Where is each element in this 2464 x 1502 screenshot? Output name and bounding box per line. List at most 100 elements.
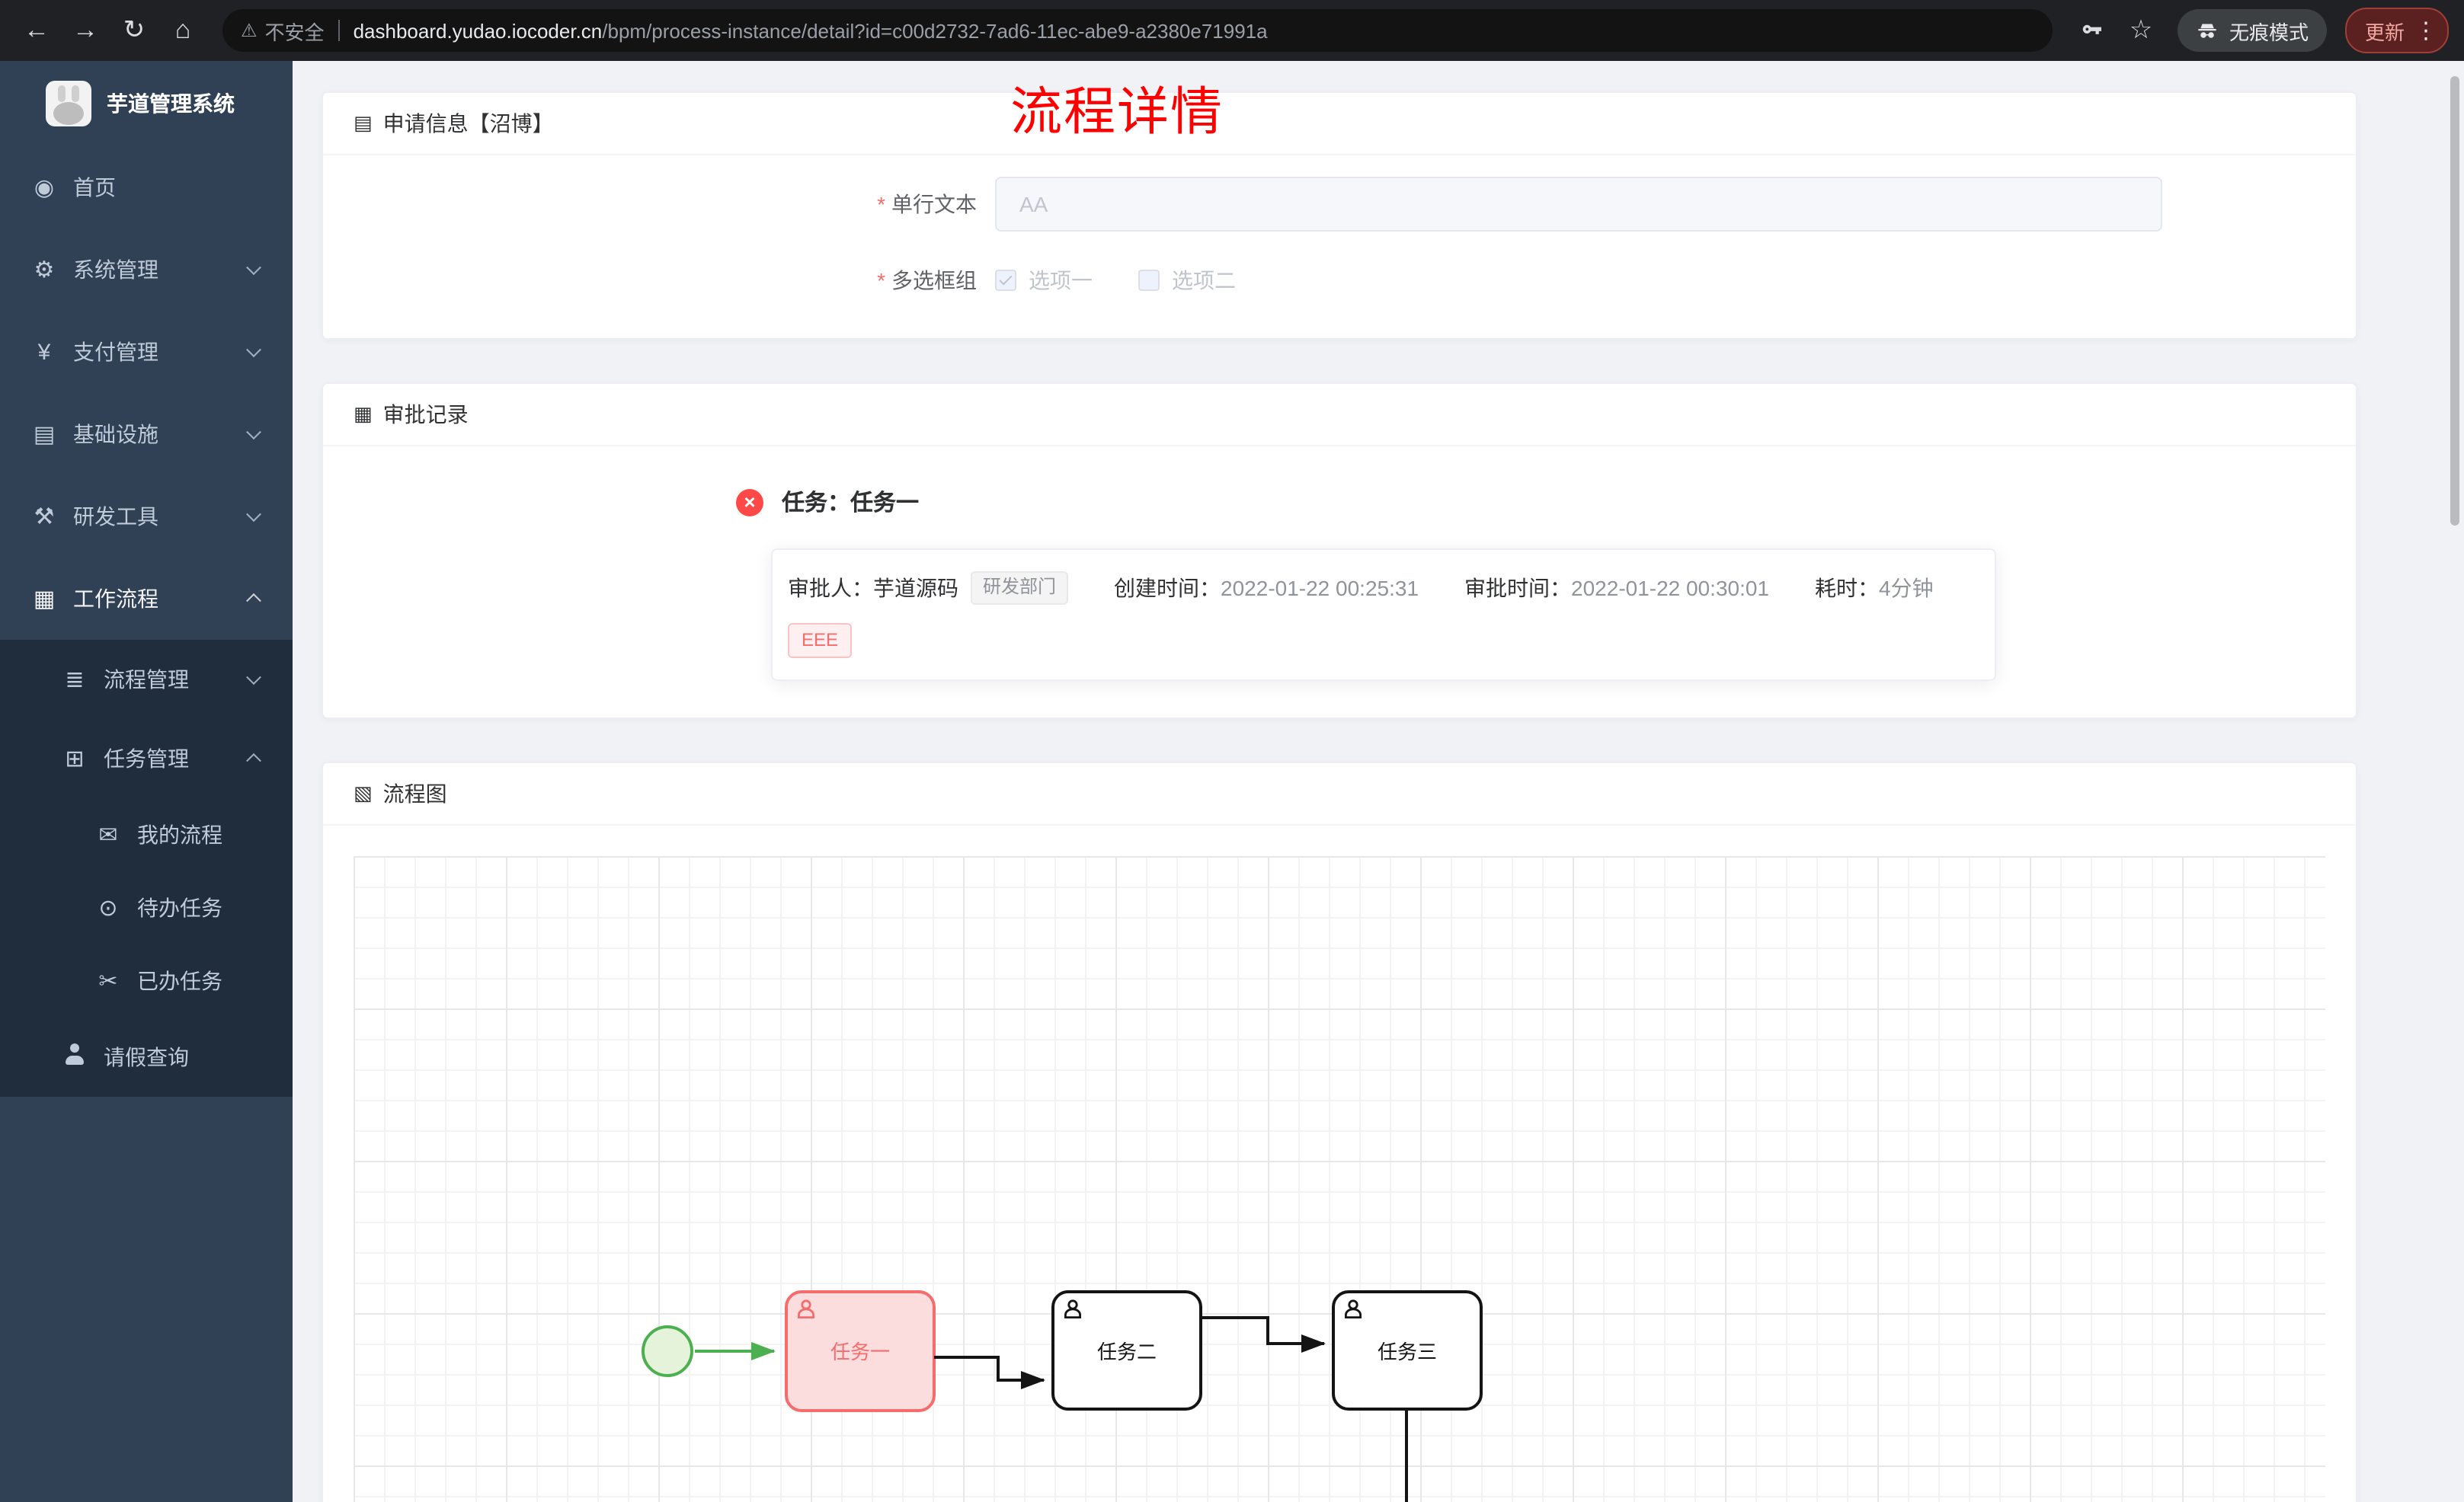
user-task-icon — [1064, 1299, 1081, 1319]
user-task-icon — [1345, 1299, 1362, 1319]
approval-detail-card: 审批人： 芋道源码 研发部门 创建时间： 2022-01-22 00:25:31… — [771, 548, 1996, 682]
infrastructure-icon: ▤ — [33, 422, 56, 448]
url-bar[interactable]: ⚠ 不安全 dashboard.yudao.iocoder.cn /bpm/pr… — [222, 9, 2053, 52]
yen-icon: ¥ — [37, 339, 51, 365]
approval-record-card-title: 审批记录 — [382, 402, 469, 427]
task-tree-icon: ⊞ — [65, 746, 85, 772]
sidebar-item-dev-tools[interactable]: ⚒ 研发工具 — [0, 475, 293, 558]
sequence-flow-task2-to-task3 — [1201, 1316, 1326, 1353]
chevron-down-icon — [246, 670, 261, 685]
sidebar-item-my-process[interactable]: ✉ 我的流程 — [0, 798, 293, 871]
eye-icon: ⊙ — [98, 896, 118, 922]
single-line-text-input[interactable] — [995, 177, 2162, 232]
timeline-item: × 任务：任务一 — [736, 486, 2325, 518]
apply-info-card: ▤ 申请信息【沼博】 *单行文本 *多选框组 — [322, 91, 2357, 340]
document-icon: ▤ — [354, 111, 373, 134]
task-label-3: 任务三 — [1378, 1341, 1437, 1363]
duration-value: 4分钟 — [1879, 575, 1934, 600]
apply-info-card-header: ▤ 申请信息【沼博】 — [323, 93, 2356, 155]
process-diagram-card: ▧ 流程图 — [322, 762, 2357, 1502]
refresh-button[interactable]: ↻ — [123, 15, 146, 44]
checkbox-option-1[interactable]: 选项一 — [995, 265, 1093, 296]
chevron-down-icon — [246, 424, 261, 440]
gear-icon: ⚙ — [34, 257, 55, 283]
bpmn-canvas[interactable]: 任务一 任务二 — [354, 856, 2325, 1502]
sidebar-item-infrastructure[interactable]: ▤ 基础设施 — [0, 393, 293, 475]
app-logo: 芋道管理系统 — [0, 61, 293, 146]
single-line-text-label: *单行文本 — [877, 192, 977, 216]
not-secure-warning-icon: ⚠ — [241, 20, 258, 41]
scrollbar-thumb[interactable] — [2450, 76, 2459, 526]
workflow-icon: ▦ — [33, 586, 56, 612]
sequence-flow-task1-to-task2 — [934, 1356, 1045, 1390]
scissors-icon: ✂ — [98, 969, 118, 995]
rejected-status-icon: × — [736, 488, 763, 516]
timeline-task-title: 任务：任务一 — [782, 491, 920, 516]
not-secure-label: 不安全 — [264, 21, 325, 43]
checkbox-checked-icon — [995, 270, 1016, 291]
duration-label: 耗时： — [1815, 575, 1880, 600]
sidebar-item-workflow[interactable]: ▦ 工作流程 — [0, 558, 293, 640]
user-icon — [61, 1043, 88, 1071]
approval-record-card: ▦ 审批记录 × 任务：任务一 审批人： 芋道源码 研发部门 — [322, 382, 2357, 720]
chevron-up-icon — [246, 753, 261, 769]
sidebar-item-process-management[interactable]: ≣ 流程管理 — [0, 640, 293, 719]
create-time-label: 创建时间： — [1114, 575, 1221, 600]
incognito-icon — [2196, 19, 2219, 42]
approver-label: 审批人： — [788, 575, 873, 600]
update-button[interactable]: 更新 ⋮ — [2344, 8, 2449, 53]
forward-button[interactable]: → — [72, 15, 98, 44]
bookmark-star-icon[interactable]: ☆ — [2129, 15, 2153, 44]
checkbox-group: 选项一 选项二 — [995, 265, 1236, 296]
sidebar-item-leave-query[interactable]: 请假查询 — [0, 1018, 293, 1097]
process-diagram-card-header: ▧ 流程图 — [323, 763, 2356, 826]
task-node-1[interactable] — [785, 1290, 936, 1413]
department-tag: 研发部门 — [971, 571, 1069, 605]
chevron-up-icon — [246, 593, 261, 609]
task-label-2: 任务二 — [1097, 1341, 1157, 1363]
tools-icon: ⚒ — [34, 504, 55, 530]
diagram-icon: ▧ — [354, 781, 373, 805]
browser-chrome: ← → ↻ ⌂ ⚠ 不安全 dashboard.yudao.iocoder.cn… — [0, 0, 2464, 61]
checkbox-option-2[interactable]: 选项二 — [1138, 265, 1236, 296]
incognito-label: 无痕模式 — [2229, 21, 2309, 43]
incognito-badge: 无痕模式 — [2177, 9, 2327, 52]
sidebar-item-payment[interactable]: ¥ 支付管理 — [0, 311, 293, 393]
home-button[interactable]: ⌂ — [174, 15, 191, 44]
task-label-1: 任务一 — [830, 1341, 890, 1363]
chevron-down-icon — [246, 507, 261, 523]
password-key-icon[interactable] — [2071, 9, 2114, 52]
url-separator — [338, 20, 340, 41]
workflow-submenu: ≣ 流程管理 ⊞ 任务管理 ✉ 我的流程 ⊙ 待 — [0, 640, 293, 1097]
sidebar-item-done-tasks[interactable]: ✂ 已办任务 — [0, 944, 293, 1018]
start-event-node[interactable] — [642, 1325, 693, 1378]
url-domain: dashboard.yudao.iocoder.cn — [353, 19, 603, 42]
apply-info-card-title: 申请信息【沼博】 — [382, 111, 554, 136]
create-time-value: 2022-01-22 00:25:31 — [1221, 575, 1419, 600]
user-task-icon — [798, 1299, 814, 1319]
checkbox-group-label: *多选框组 — [877, 268, 977, 292]
sidebar-menu: ◉ 首页 ⚙ 系统管理 ¥ 支付管理 ▤ 基础设施 — [0, 146, 293, 1502]
process-diagram-card-title: 流程图 — [382, 781, 447, 807]
sidebar-item-todo-tasks[interactable]: ⊙ 待办任务 — [0, 871, 293, 944]
sidebar-item-task-management[interactable]: ⊞ 任务管理 — [0, 719, 293, 798]
logo-avatar — [46, 81, 91, 126]
approver-name: 芋道源码 — [873, 575, 958, 600]
browser-menu-icon[interactable]: ⋮ — [2414, 18, 2437, 44]
reason-tag: EEE — [788, 622, 853, 659]
record-icon: ▦ — [354, 402, 373, 425]
url-path: /bpm/process-instance/detail?id=c00d2732… — [602, 19, 1268, 42]
dashboard-icon: ◉ — [34, 175, 55, 201]
main-content: 流程详情 ▤ 申请信息【沼博】 *单行文本 *多选 — [293, 61, 2464, 1502]
back-button[interactable]: ← — [24, 15, 50, 44]
approve-time-label: 审批时间： — [1464, 575, 1572, 600]
sidebar-item-home[interactable]: ◉ 首页 — [0, 146, 293, 228]
app-title: 芋道管理系统 — [107, 91, 235, 116]
chevron-down-icon — [246, 260, 261, 276]
message-icon: ✉ — [98, 823, 118, 848]
page-title: 流程详情 — [1010, 84, 1224, 142]
task-node-2[interactable] — [1051, 1290, 1202, 1411]
chevron-down-icon — [246, 342, 261, 358]
process-list-icon: ≣ — [65, 667, 85, 693]
sidebar-item-system[interactable]: ⚙ 系统管理 — [0, 228, 293, 311]
